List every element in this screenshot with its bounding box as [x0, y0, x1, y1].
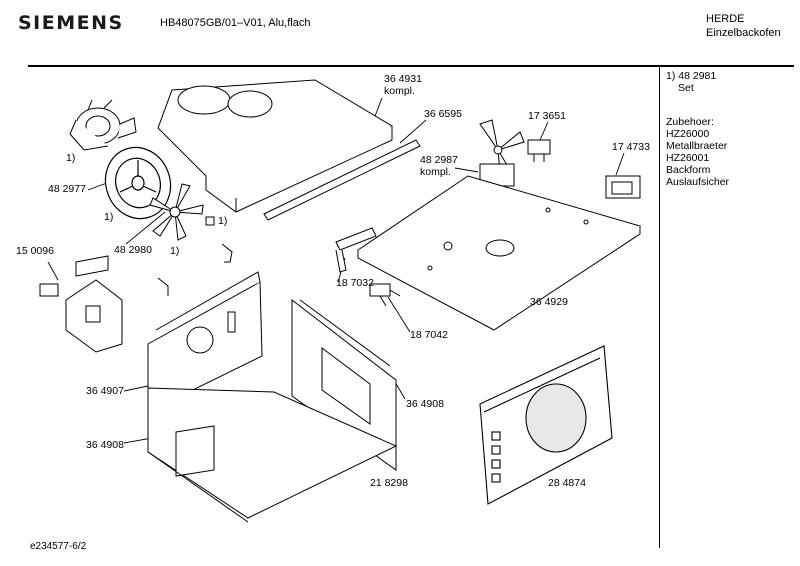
part-label: 36 4908: [86, 439, 124, 451]
accessory-item: Backform: [666, 164, 711, 176]
part-label: 36 4931: [384, 73, 422, 85]
base-plate: [357, 175, 642, 331]
connector-block: [39, 255, 123, 353]
transformer-component: [605, 175, 641, 199]
part-label: 18 7032: [336, 277, 374, 289]
footnote-marker: 1): [66, 152, 76, 164]
accessory-item: HZ26000: [666, 128, 710, 140]
set-part-number: 1) 48 2981: [666, 70, 717, 82]
part-label: 36 4907: [86, 385, 124, 397]
accessory-heading: Zubehoer:: [666, 116, 714, 128]
brand-logo: SIEMENS: [18, 12, 124, 34]
part-label: 48 2987: [420, 154, 458, 166]
footnote-marker: 1): [170, 245, 180, 257]
front-panel: [479, 345, 613, 505]
model-number: HB48075GB/01–V01, Alu,flach: [160, 17, 311, 29]
cooling-fan-assembly: [479, 119, 525, 187]
part-label: 36 4908: [406, 398, 444, 410]
fan-blade: [149, 183, 215, 241]
part-label: 18 7042: [410, 329, 448, 341]
accessory-item: HZ26001: [666, 152, 710, 164]
part-note: kompl.: [420, 166, 451, 178]
seal-strip: [263, 139, 421, 221]
part-label: 15 0096: [16, 245, 54, 257]
convection-motor: [69, 99, 137, 151]
footnote-marker: 1): [218, 215, 228, 227]
document-id: e234577-6/2: [30, 541, 87, 552]
part-label: 36 6595: [424, 108, 462, 120]
footnote-marker: 1): [104, 211, 114, 223]
part-label: 17 3651: [528, 110, 566, 122]
category-line-2: Einzelbackofen: [706, 27, 781, 39]
side-wall-right: [291, 298, 397, 471]
set-label: Set: [678, 82, 694, 94]
accessory-item: Auslaufsicher: [666, 176, 730, 188]
part-note: kompl.: [384, 85, 415, 97]
part-label: 48 2977: [48, 183, 86, 195]
header-rule: [28, 65, 794, 67]
accessory-item: Metallbraeter: [666, 140, 728, 152]
category-line-1: HERDE: [706, 13, 745, 25]
part-label: 21 8298: [370, 477, 408, 489]
part-label: 36 4929: [530, 296, 568, 308]
switch-component: [527, 139, 551, 162]
fan-guard-ring: [104, 146, 172, 220]
part-label: 17 4733: [612, 141, 650, 153]
small-brackets: [157, 243, 233, 296]
sensor-18-7042: [369, 283, 401, 307]
part-label: 48 2980: [114, 244, 152, 256]
sidebar-divider: [659, 66, 660, 548]
bracket-18-7032: [335, 227, 377, 273]
side-wall-left: [147, 271, 263, 413]
top-duct-cover: [157, 79, 394, 213]
bottom-tray: [147, 387, 398, 523]
part-label: 28 4874: [548, 477, 586, 489]
